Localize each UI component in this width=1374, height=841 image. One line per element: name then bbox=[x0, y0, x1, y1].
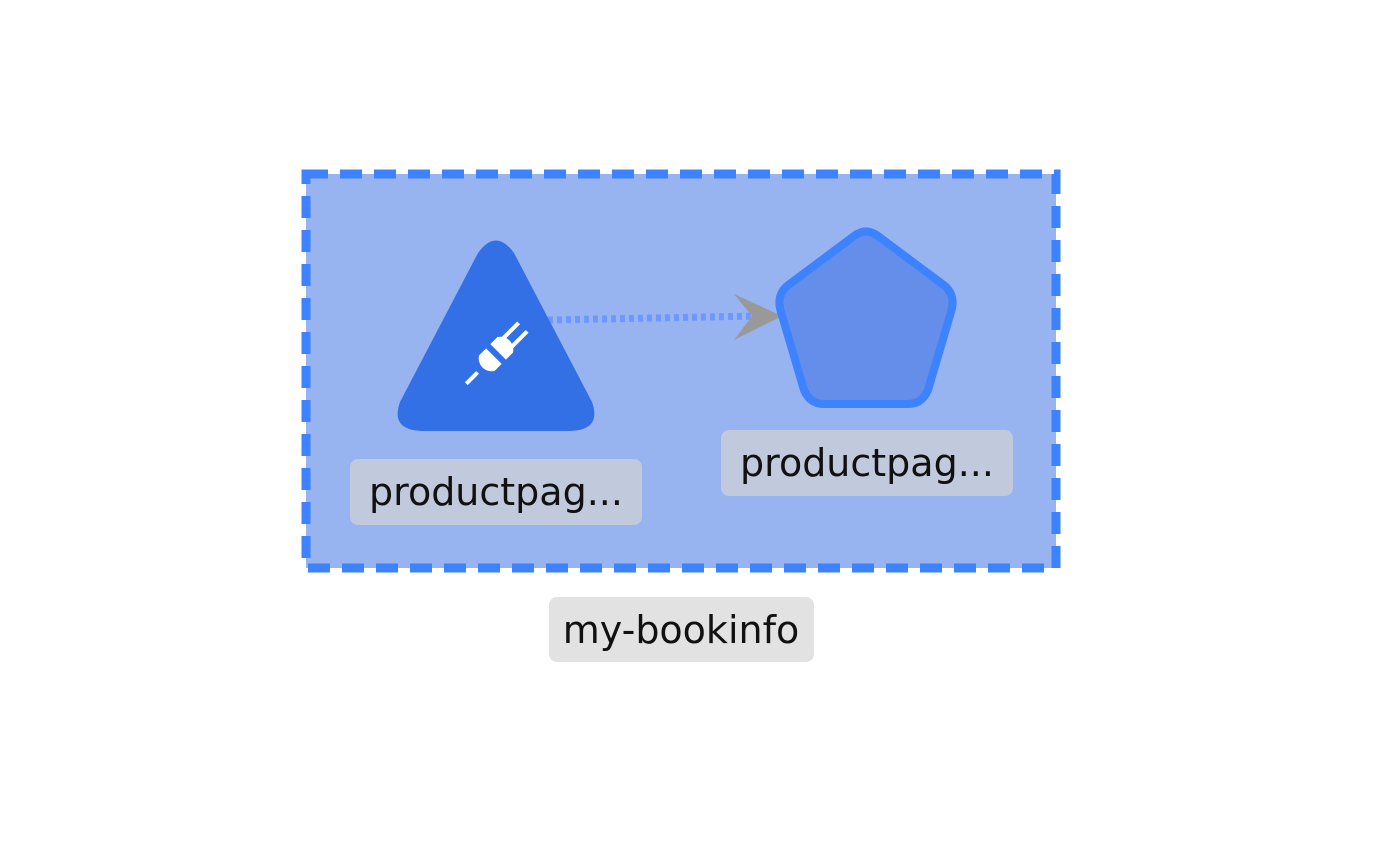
service-node-label-text: productpag... bbox=[369, 470, 623, 514]
service-node-shape[interactable] bbox=[397, 240, 595, 432]
workload-node-shape[interactable] bbox=[775, 227, 957, 408]
edge-arrowhead bbox=[734, 294, 782, 340]
edge-service-to-workload[interactable] bbox=[547, 294, 782, 340]
namespace-group-label-background bbox=[549, 597, 814, 662]
plug-icon bbox=[464, 321, 529, 386]
namespace-group-label-text: my-bookinfo bbox=[563, 608, 799, 652]
workload-node-label-text: productpag... bbox=[740, 441, 994, 485]
workload-node-label: productpag... bbox=[721, 430, 1013, 496]
workload-node[interactable]: productpag... bbox=[721, 227, 1013, 497]
service-node-label-background bbox=[350, 459, 642, 525]
workload-node-label-background bbox=[721, 430, 1013, 496]
service-node-label: productpag... bbox=[350, 459, 642, 525]
namespace-group-label: my-bookinfo bbox=[549, 597, 814, 662]
service-node[interactable]: productpag... bbox=[350, 240, 642, 526]
